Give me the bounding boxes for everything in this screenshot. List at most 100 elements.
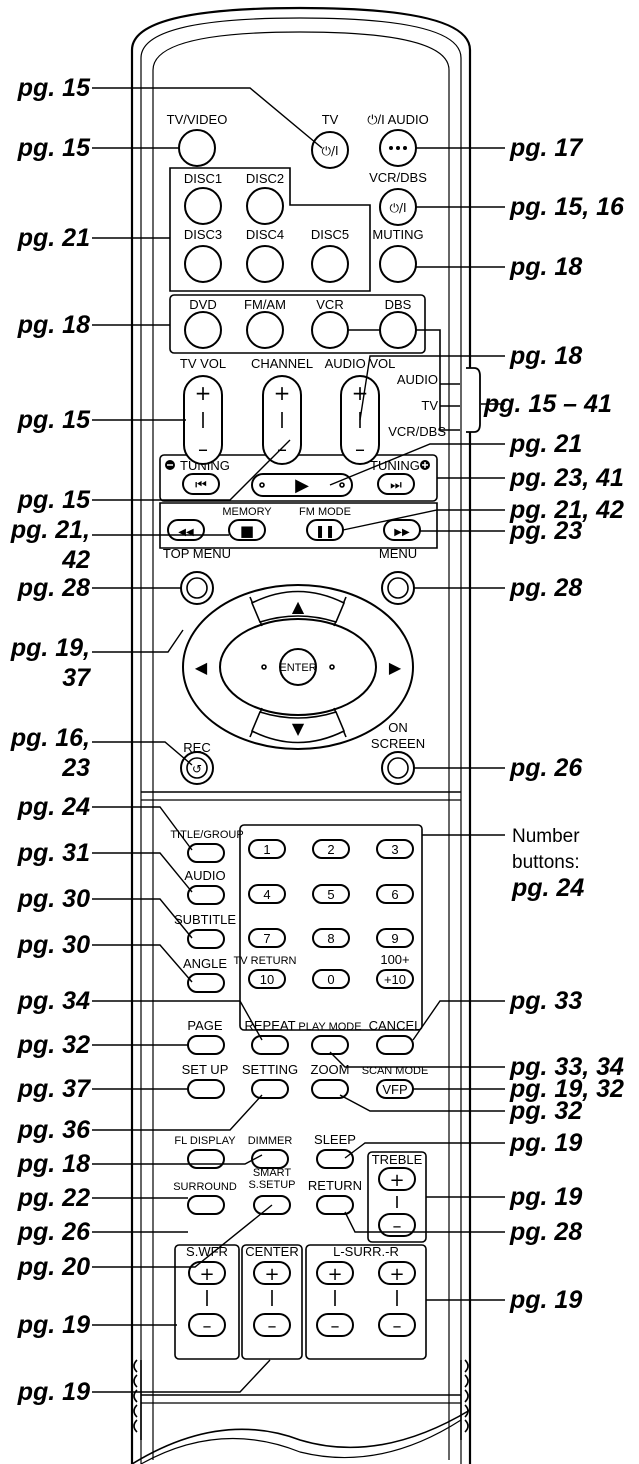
return-button[interactable] <box>316 1195 354 1215</box>
fm-am-button[interactable] <box>246 311 284 349</box>
audio-power-button[interactable] <box>379 129 417 167</box>
callout-l20: pg. 22 <box>17 1184 90 1212</box>
fl-display-button[interactable] <box>187 1149 225 1169</box>
number-key-7[interactable]: 7 <box>248 928 286 948</box>
minus-icon: – <box>355 437 365 461</box>
sleep-button[interactable] <box>316 1149 354 1169</box>
buttons: ⏻/I ⏻/I + – + <box>165 129 460 1337</box>
left-button[interactable]: ◀ <box>195 658 208 677</box>
set-up-button[interactable] <box>187 1079 225 1099</box>
disc3-button[interactable] <box>184 245 222 283</box>
number-key-5[interactable]: 5 <box>312 884 350 904</box>
muting-button[interactable] <box>379 245 417 283</box>
vfp-button[interactable]: VFP <box>376 1079 414 1099</box>
callout-l21: pg. 26 <box>17 1218 91 1246</box>
number-key-label: 0 <box>327 972 334 987</box>
dimmer-button[interactable] <box>251 1149 289 1169</box>
swfr-rocker[interactable]: + – <box>188 1261 226 1337</box>
play-button[interactable]: ▶ <box>251 473 353 497</box>
skip-back-button[interactable]: ⏮ <box>182 473 220 495</box>
callout-l19: pg. 18 <box>17 1150 90 1178</box>
label-disc4: DISC4 <box>246 227 284 242</box>
number-key-8[interactable]: 8 <box>312 928 350 948</box>
ffwd-button[interactable]: ▶▶ <box>383 519 421 541</box>
stop-button[interactable]: ■ <box>228 519 266 541</box>
pause-button[interactable]: ❚❚ <box>306 519 344 541</box>
down-arrow-icon: ▼ <box>292 719 305 738</box>
play-mode-button[interactable] <box>311 1035 349 1055</box>
skip-fwd-button[interactable]: ⏭ <box>377 473 415 495</box>
button-labels: TV/VIDEO TV ⏻/I AUDIO DISC1 DISC2 DISC3 … <box>163 112 446 1259</box>
label-dvd: DVD <box>189 297 216 312</box>
label-on-screen-2: SCREEN <box>371 736 425 751</box>
label-on-screen-1: ON <box>388 720 408 735</box>
leader-lines <box>92 87 505 1393</box>
number-buttons-note: Number buttons: pg. 24 <box>422 826 584 902</box>
callout-r3: pg. 18 <box>509 253 582 281</box>
left-arrow-icon: ◀ <box>195 658 208 677</box>
title-group-button[interactable] <box>187 843 225 863</box>
callout-l17: pg. 37 <box>17 1075 91 1103</box>
number-key-6[interactable]: 6 <box>376 884 414 904</box>
dvd-button[interactable] <box>184 311 222 349</box>
rewind-button[interactable]: ◀◀ <box>167 519 205 541</box>
number-key-9[interactable]: 9 <box>376 928 414 948</box>
rec-button[interactable]: ↺ <box>180 751 214 785</box>
number-key-4[interactable]: 4 <box>248 884 286 904</box>
zoom-button[interactable] <box>311 1079 349 1099</box>
page-button[interactable] <box>187 1035 225 1055</box>
callout-r9: pg. 23 <box>509 517 582 545</box>
channel-rocker[interactable]: + – <box>262 375 302 465</box>
number-key-2[interactable]: 2 <box>312 839 350 859</box>
tv-video-button[interactable] <box>178 129 216 167</box>
vcr-dbs-power-button[interactable]: ⏻/I <box>379 188 417 226</box>
vcr-button[interactable] <box>311 311 349 349</box>
callout-r5: pg. 15 – 41 <box>483 390 612 418</box>
top-menu-button[interactable] <box>180 571 214 605</box>
callout-l12: pg. 31 <box>17 839 90 867</box>
number-key-10[interactable]: 10 <box>248 969 286 989</box>
callout-l10b: 23 <box>61 754 90 782</box>
disc1-button[interactable] <box>184 187 222 225</box>
label-zoom: ZOOM <box>311 1062 350 1077</box>
audio-button[interactable] <box>187 885 225 905</box>
treble-rocker[interactable]: + – <box>378 1167 416 1237</box>
callout-l4: pg. 18 <box>17 311 90 339</box>
mode-switch[interactable] <box>466 367 481 433</box>
disc5-button[interactable] <box>311 245 349 283</box>
tv-vol-rocker[interactable]: + – <box>183 375 223 465</box>
subtitle-button[interactable] <box>187 929 225 949</box>
number-key-0[interactable]: 0 <box>312 969 350 989</box>
enter-button[interactable]: ENTER <box>261 648 335 686</box>
dbs-button[interactable] <box>379 311 417 349</box>
setting-button[interactable] <box>251 1079 289 1099</box>
label-fm-mode: FM MODE <box>299 506 351 518</box>
menu-button[interactable] <box>381 571 415 605</box>
disc2-button[interactable] <box>246 187 284 225</box>
down-button[interactable]: ▼ <box>292 719 305 738</box>
cancel-button[interactable] <box>376 1035 414 1055</box>
callout-r14: pg. 19, 32 <box>509 1075 624 1103</box>
number-key-3[interactable]: 3 <box>376 839 414 859</box>
number-key-label: 7 <box>263 931 270 946</box>
repeat-button[interactable] <box>251 1035 289 1055</box>
center-rocker[interactable]: + – <box>253 1261 291 1337</box>
label-audio: AUDIO <box>184 868 225 883</box>
skip-fwd-icon: ⏭ <box>390 478 402 493</box>
angle-button[interactable] <box>187 973 225 993</box>
surround-button[interactable] <box>187 1195 225 1215</box>
surr-left-rocker[interactable]: + – <box>316 1261 354 1337</box>
up-button[interactable]: ▲ <box>292 597 305 616</box>
plus-icon: + <box>264 1264 279 1285</box>
label-angle: ANGLE <box>183 956 227 971</box>
number-key-label: +10 <box>384 972 406 987</box>
label-dimmer: DIMMER <box>248 1135 293 1147</box>
disc4-button[interactable] <box>246 245 284 283</box>
tv-power-button[interactable]: ⏻/I <box>311 131 349 169</box>
surr-right-rocker[interactable]: + – <box>378 1261 416 1337</box>
number-key-1[interactable]: 1 <box>248 839 286 859</box>
right-button[interactable]: ▶ <box>389 658 402 677</box>
label-setting: SETTING <box>242 1062 298 1077</box>
on-screen-button[interactable] <box>381 751 415 785</box>
number-key-plus10[interactable]: +10 <box>376 969 414 989</box>
